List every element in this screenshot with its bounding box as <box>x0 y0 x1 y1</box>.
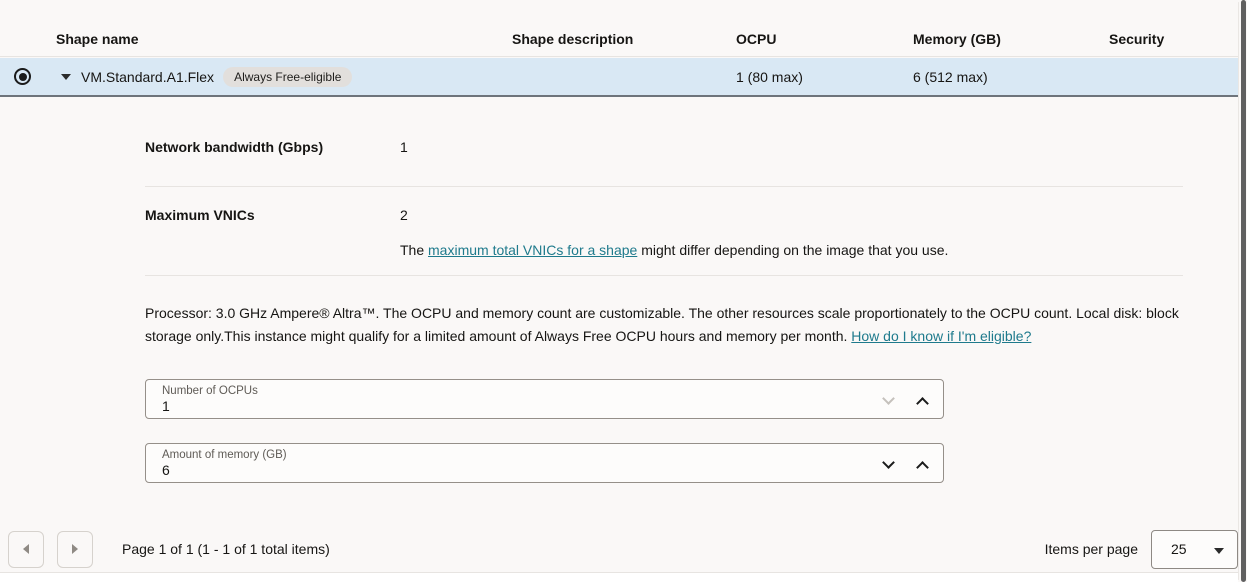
shape-memory-cell: 6 (512 max) <box>913 68 988 85</box>
row-expander-caret-icon[interactable] <box>61 73 71 80</box>
memory-decrement-chevron-icon[interactable] <box>884 460 893 469</box>
network-bandwidth-row: Network bandwidth (Gbps) 1 <box>145 97 1183 187</box>
radio-dot <box>18 72 27 81</box>
vnics-note-suffix: might differ depending on the image that… <box>637 242 949 258</box>
shape-radio-selected[interactable] <box>14 68 31 85</box>
previous-page-button[interactable] <box>8 530 44 568</box>
next-page-button[interactable] <box>57 530 93 568</box>
panel-bottom-edge <box>0 572 1238 582</box>
ocpu-spinner-value[interactable]: 1 <box>162 398 170 414</box>
network-bandwidth-label: Network bandwidth (Gbps) <box>145 139 324 155</box>
page-status-text: Page 1 of 1 (1 - 1 of 1 total items) <box>122 541 330 557</box>
vertical-scrollbar[interactable] <box>1241 0 1246 582</box>
ocpu-increment-chevron-icon[interactable] <box>918 396 927 405</box>
max-vnics-value: 2 <box>400 207 408 223</box>
shape-ocpu-cell: 1 (80 max) <box>736 68 803 85</box>
memory-spinner-value[interactable]: 6 <box>162 462 170 478</box>
table-row-shape[interactable]: VM.Standard.A1.Flex Always Free-eligible… <box>0 58 1238 97</box>
network-bandwidth-value: 1 <box>400 139 408 155</box>
memory-spinner[interactable]: Amount of memory (GB) 6 <box>145 443 944 483</box>
shape-radio-cell <box>0 68 45 85</box>
vnics-note: The maximum total VNICs for a shape migh… <box>400 242 1183 258</box>
pagination-bar: Page 1 of 1 (1 - 1 of 1 total items) Ite… <box>0 529 1238 569</box>
ocpu-spinner-label: Number of OCPUs <box>162 385 258 397</box>
col-header-shape-description: Shape description <box>512 31 634 47</box>
select-caret-icon <box>1214 547 1224 554</box>
items-per-page-value: 25 <box>1171 541 1187 557</box>
shape-name-cell: VM.Standard.A1.Flex Always Free-eligible <box>45 66 512 87</box>
max-vnics-label: Maximum VNICs <box>145 207 255 223</box>
memory-spinner-label: Amount of memory (GB) <box>162 449 287 461</box>
memory-increment-chevron-icon[interactable] <box>918 460 927 469</box>
col-header-security: Security <box>1109 31 1165 47</box>
vnics-note-prefix: The <box>400 242 429 258</box>
always-free-badge: Always Free-eligible <box>223 66 353 87</box>
processor-description: Processor: 3.0 GHz Ampere® Altra™. The O… <box>145 302 1183 348</box>
items-per-page-label: Items per page <box>1044 541 1138 557</box>
max-vnics-row: Maximum VNICs 2 The maximum total VNICs … <box>145 187 1183 276</box>
previous-arrow-icon <box>23 544 29 554</box>
processor-text: Processor: 3.0 GHz Ampere® Altra™. The O… <box>145 305 1179 344</box>
col-header-memory: Memory (GB) <box>913 31 1001 47</box>
ocpu-decrement-chevron-icon[interactable] <box>884 396 893 405</box>
panel-right-edge <box>1238 2 1239 580</box>
eligibility-link[interactable]: How do I know if I'm eligible? <box>851 328 1032 344</box>
items-per-page-select[interactable]: 25 <box>1151 529 1238 569</box>
shape-detail-panel: Network bandwidth (Gbps) 1 Maximum VNICs… <box>145 97 1183 483</box>
next-arrow-icon <box>72 544 78 554</box>
ocpu-spinner[interactable]: Number of OCPUs 1 <box>145 379 944 419</box>
shape-name: VM.Standard.A1.Flex <box>81 68 215 85</box>
col-header-ocpu: OCPU <box>736 31 777 47</box>
max-vnics-link[interactable]: maximum total VNICs for a shape <box>428 242 638 258</box>
shapes-table-header: Shape name Shape description OCPU Memory… <box>0 0 1238 57</box>
max-vnics-value-block: 2 The maximum total VNICs for a shape mi… <box>400 207 1183 258</box>
col-header-shape-name: Shape name <box>56 31 139 47</box>
